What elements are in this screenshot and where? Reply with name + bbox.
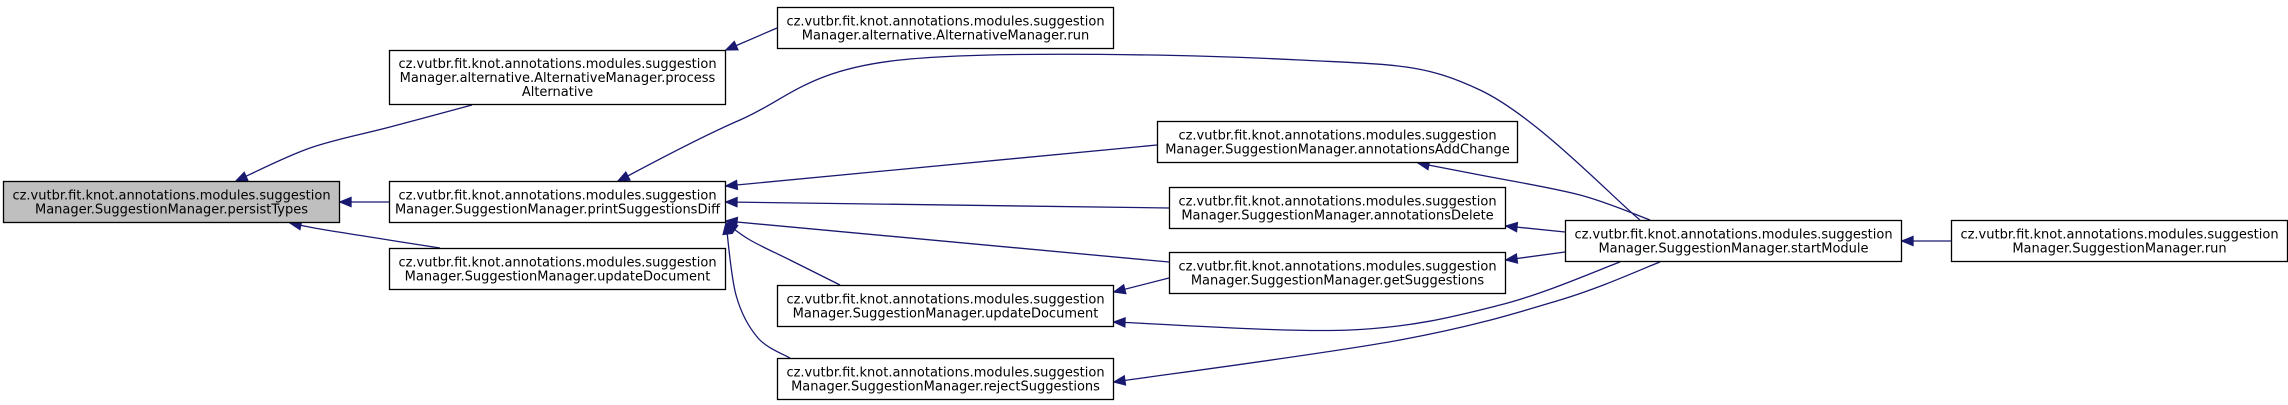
node-box [388,49,727,106]
node-label-line: cz.vutbr.fit.knot.annotations.modules.su… [1178,129,1496,144]
node-printSuggestionsDiff[interactable]: cz.vutbr.fit.knot.annotations.modules.su… [388,180,727,224]
node-label-line: cz.vutbr.fit.knot.annotations.modules.su… [1178,260,1496,275]
node-label-line: Manager.SuggestionManager.updateDocument [405,270,711,285]
arrowhead-icon [722,221,734,236]
node-box [776,6,1115,50]
node-label-line: Manager.SuggestionManager.startModule [1598,242,1868,257]
node-run[interactable]: cz.vutbr.fit.knot.annotations.modules.su… [1950,219,2288,263]
edge-line [617,53,1641,221]
arrowhead-icon [234,171,249,182]
edge-getSuggestions-to-updateDocument2 [1112,277,1170,295]
node-label-line: cz.vutbr.fit.knot.annotations.modules.su… [1178,195,1496,210]
node-updateDocument2[interactable]: cz.vutbr.fit.knot.annotations.modules.su… [776,284,1115,328]
edge-startModule-to-printSuggestionsDiff [616,53,1641,221]
node-label-line: Manager.SuggestionManager.updateDocument [793,307,1099,322]
nodes-layer: cz.vutbr.fit.knot.annotations.modules.su… [2,6,2288,401]
node-label-line: cz.vutbr.fit.knot.annotations.modules.su… [1574,228,1892,243]
arrowhead-icon [1112,283,1127,295]
arrowhead-icon [1112,316,1126,328]
node-getSuggestions[interactable]: cz.vutbr.fit.knot.annotations.modules.su… [1168,251,1507,295]
node-annotationsAddChange[interactable]: cz.vutbr.fit.knot.annotations.modules.su… [1156,120,1519,164]
node-label-line: Manager.SuggestionManager.getSuggestions [1191,274,1485,289]
edge-line [1417,162,1651,221]
node-box [388,180,727,224]
edge-line [725,222,841,286]
edge-processAlternative-to-persistTypes [234,104,473,182]
node-rejectSuggestions[interactable]: cz.vutbr.fit.knot.annotations.modules.su… [776,357,1115,401]
node-altRun[interactable]: cz.vutbr.fit.knot.annotations.modules.su… [776,6,1115,50]
node-label-line: Alternative [522,85,593,100]
node-label-line: Manager.SuggestionManager.persistTypes [35,203,308,218]
node-label-line: Manager.SuggestionManager.printSuggestio… [395,203,721,218]
node-label-line: cz.vutbr.fit.knot.annotations.modules.su… [398,189,716,204]
edge-updateDocument1-to-persistTypes [288,219,441,249]
node-startModule[interactable]: cz.vutbr.fit.knot.annotations.modules.su… [1564,219,1903,263]
node-label-line: Manager.SuggestionManager.annotationsDel… [1181,209,1493,224]
node-label-line: Manager.alternative.AlternativeManager.r… [802,29,1090,44]
edge-updateDocument2-to-printSuggestionsDiff [724,222,841,286]
node-label-line: cz.vutbr.fit.knot.annotations.modules.su… [786,15,1104,30]
edge-line [289,222,441,249]
node-label-line: cz.vutbr.fit.knot.annotations.modules.su… [786,293,1104,308]
edge-printSuggestionsDiff-to-persistTypes [338,196,389,208]
node-label-line: cz.vutbr.fit.knot.annotations.modules.su… [786,366,1104,381]
arrowhead-icon [724,179,739,191]
edge-startModule-to-updateDocument2 [1112,261,1621,332]
node-label-line: Manager.SuggestionManager.annotationsAdd… [1165,143,1510,158]
node-processAlternative[interactable]: cz.vutbr.fit.knot.annotations.modules.su… [388,49,727,106]
node-box [776,357,1115,401]
arrowhead-icon [1900,235,1914,247]
edge-line [1113,261,1621,332]
node-box [1950,219,2288,263]
node-box [388,247,727,291]
node-label-line: cz.vutbr.fit.knot.annotations.modules.su… [1960,228,2278,243]
edge-annotationsAddChange-to-printSuggestionsDiff [724,144,1158,191]
edge-getSuggestions-to-printSuggestionsDiff [724,216,1170,263]
edge-line [235,104,473,182]
node-label-line: Manager.SuggestionManager.run [2012,242,2226,257]
edges-layer [234,27,1951,386]
edge-startModule-to-rejectSuggestions [1112,261,1661,386]
arrowhead-icon [724,40,739,51]
edge-line [725,222,791,359]
edge-run-to-startModule [1900,235,1951,247]
node-label-line: Manager.SuggestionManager.rejectSuggesti… [791,380,1100,395]
node-box [1564,219,1903,263]
edge-rejectSuggestions-to-printSuggestionsDiff [722,221,791,359]
node-box [776,284,1115,328]
edge-line [725,144,1158,187]
edge-startModule-to-getSuggestions [1504,251,1566,264]
node-label-line: Manager.alternative.AlternativeManager.p… [400,71,716,86]
node-label-line: cz.vutbr.fit.knot.annotations.modules.su… [398,256,716,271]
edge-line [1113,261,1661,383]
edge-line [725,201,1170,209]
arrowhead-icon [616,170,631,182]
node-box [1168,186,1507,230]
edge-annotationsDelete-to-printSuggestionsDiff [724,196,1170,209]
node-label-line: cz.vutbr.fit.knot.annotations.modules.su… [12,189,330,204]
node-annotationsDelete[interactable]: cz.vutbr.fit.knot.annotations.modules.su… [1168,186,1507,230]
arrowhead-icon [338,196,352,208]
node-updateDocument1[interactable]: cz.vutbr.fit.knot.annotations.modules.su… [388,247,727,291]
edge-altRun-to-processAlternative [724,27,778,51]
node-label-line: cz.vutbr.fit.knot.annotations.modules.su… [398,57,716,72]
arrowhead-icon [724,196,738,208]
node-persistTypes[interactable]: cz.vutbr.fit.knot.annotations.modules.su… [2,180,341,224]
arrowhead-icon [1504,221,1519,233]
node-box [2,180,341,224]
node-box [1156,120,1519,164]
edge-line [725,220,1170,263]
arrowhead-icon [1112,374,1127,386]
node-box [1168,251,1507,295]
arrowhead-icon [1504,253,1519,264]
edge-startModule-to-annotationsDelete [1504,221,1566,233]
